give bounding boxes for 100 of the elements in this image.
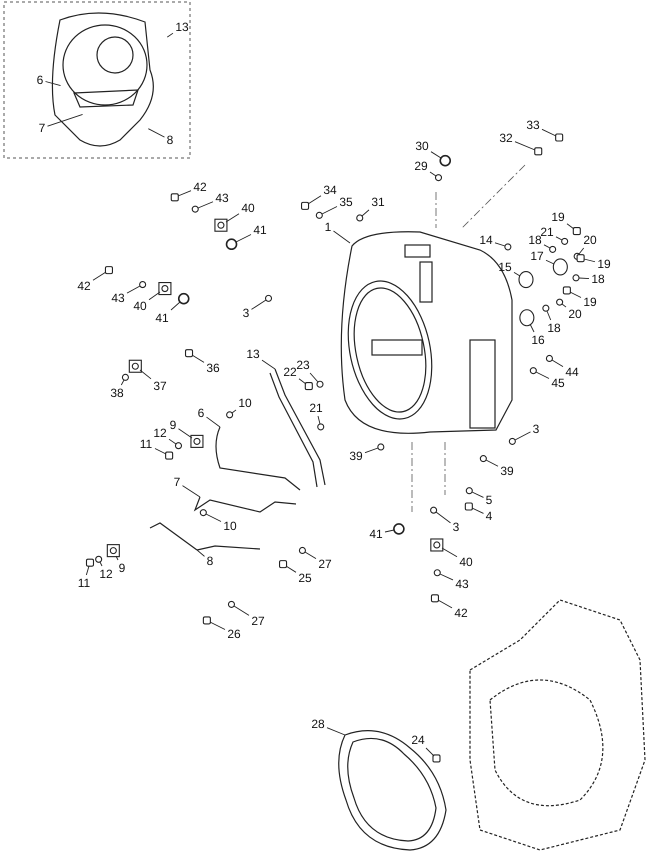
callout-number: 10 [237, 396, 253, 410]
bolt-drawing [184, 349, 194, 358]
leader-line [362, 209, 370, 216]
leader-line [178, 428, 192, 438]
o-ring-drawing [393, 523, 405, 535]
callout-number: 22 [282, 365, 298, 379]
callout-number: 10 [222, 519, 238, 533]
callout-number: 31 [370, 195, 386, 209]
washer-drawing [572, 274, 580, 282]
leader-line [210, 622, 226, 630]
callout-number: 42 [453, 606, 469, 620]
leader-line [472, 508, 484, 514]
leader-line [326, 727, 346, 736]
callout-number: 6 [196, 406, 206, 420]
washer-drawing [122, 374, 129, 381]
leader-line [430, 151, 442, 158]
flange-plate-drawing [190, 434, 204, 448]
leader-line [206, 416, 220, 428]
callout-number: 9 [168, 418, 178, 432]
washer-drawing [377, 443, 384, 451]
tube-drawing [149, 522, 261, 551]
o-ring-drawing [439, 154, 452, 166]
o-ring-drawing [178, 292, 190, 304]
callout-number: 41 [154, 311, 170, 325]
leader-line [544, 244, 550, 248]
bolt-drawing [170, 193, 179, 202]
callout-number: 32 [498, 131, 514, 145]
callout-number: 1 [324, 220, 332, 234]
callout-number: 3 [532, 422, 540, 436]
leader-line [333, 230, 350, 244]
callout-number: 40 [458, 555, 474, 569]
leader-line [166, 32, 174, 38]
callout-number: 29 [413, 159, 429, 173]
washer-drawing [430, 506, 438, 514]
callout-number: 39 [499, 464, 515, 478]
callout-number: 34 [322, 183, 338, 197]
callout-number: 23 [295, 358, 311, 372]
bolt-drawing [279, 560, 288, 568]
callout-number: 33 [525, 118, 541, 132]
bolt-drawing [104, 266, 113, 274]
callout-number: 11 [76, 576, 92, 590]
washer-drawing [561, 238, 568, 245]
leader-line [442, 548, 458, 558]
leader-line [546, 310, 552, 320]
washer-drawing [556, 298, 564, 306]
leader-line [530, 324, 534, 332]
leader-line [178, 190, 192, 196]
leader-line [584, 258, 596, 262]
gasket-drawing [338, 730, 447, 851]
leader-line [234, 606, 250, 616]
callout-number: 40 [132, 299, 148, 313]
leader-line [438, 600, 452, 608]
flange-plate-drawing [106, 544, 120, 558]
callout-number: 43 [110, 291, 126, 305]
washer-drawing [542, 304, 550, 312]
leader-line [120, 380, 124, 386]
leader-line [226, 213, 240, 222]
leader-line [126, 286, 140, 294]
leader-line [570, 292, 582, 298]
bolt-drawing [534, 147, 542, 156]
callout-number: 3 [242, 306, 250, 320]
bolt-drawing [464, 502, 473, 511]
flange-plate-drawing [430, 538, 444, 552]
callout-number: 35 [338, 195, 354, 209]
bolt-drawing [202, 616, 211, 624]
o-ring-drawing [226, 238, 238, 250]
washer-drawing [264, 294, 272, 302]
washer-drawing [356, 214, 364, 222]
callout-number: 4 [484, 509, 494, 523]
callout-number: 14 [478, 233, 494, 247]
bushing-drawing [552, 258, 568, 276]
leader-line [232, 409, 236, 414]
leader-line [198, 201, 214, 208]
washer-drawing [192, 206, 199, 213]
callout-number: 37 [152, 379, 168, 393]
callout-number: 42 [192, 180, 208, 194]
washer-drawing [298, 546, 306, 554]
leader-line [430, 172, 436, 176]
leader-line [192, 354, 204, 363]
leader-line [578, 278, 590, 279]
callout-number: 13 [245, 347, 261, 361]
bushing-drawing [518, 271, 534, 288]
leader-line [552, 360, 564, 368]
bolt-drawing [562, 286, 571, 294]
bushing-drawing [519, 309, 534, 326]
bolt-drawing [301, 202, 310, 210]
leader-line [426, 748, 434, 756]
washer-drawing [508, 438, 516, 445]
callout-number: 7 [38, 121, 46, 135]
tube-drawing [194, 496, 296, 513]
bolt-drawing [555, 133, 564, 142]
leader-line [486, 460, 498, 467]
washer-drawing [226, 411, 234, 418]
leader-line [566, 223, 574, 230]
bolt-drawing [572, 227, 581, 236]
callout-number: 27 [250, 614, 266, 628]
callout-number: 5 [484, 493, 494, 507]
callout-number: 8 [166, 133, 174, 147]
leader-line [148, 128, 165, 138]
bolt-drawing [432, 754, 441, 763]
